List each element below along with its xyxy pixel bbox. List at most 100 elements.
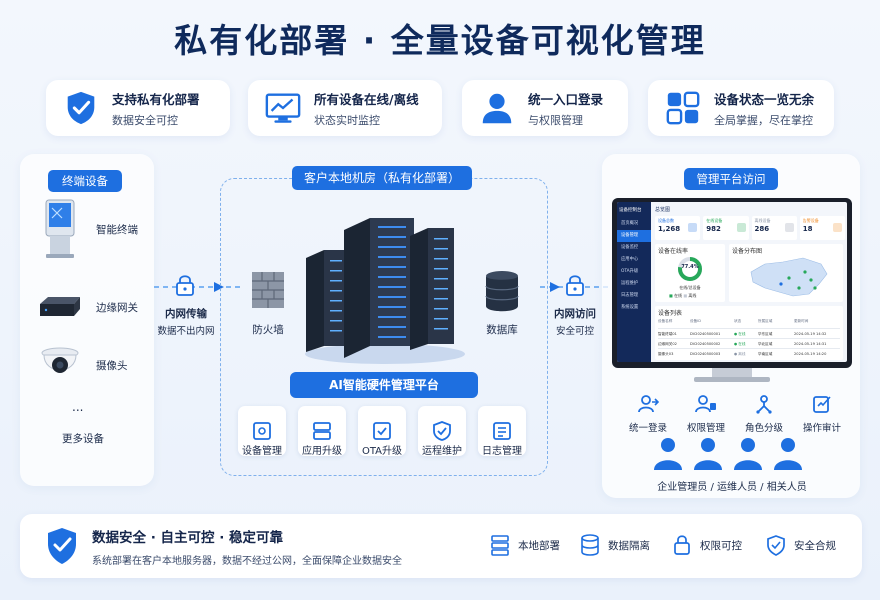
table-cell: DV20240500001 — [690, 332, 721, 336]
online-donut — [678, 257, 702, 281]
device-label: 智能终端 — [96, 223, 138, 236]
access-header: 管理平台访问 — [684, 168, 778, 190]
table-header-cell: 状态 — [734, 319, 742, 323]
online-rate: 77.4% — [681, 264, 699, 270]
module-card[interactable] — [358, 406, 406, 456]
sidebar-menu-item[interactable]: 系统设置 — [621, 305, 639, 310]
bottom-desc: 系统部署在客户本地服务器，数据不经过公网，全面保障企业数据安全 — [92, 556, 402, 567]
table-header-cell: 所属区域 — [758, 319, 773, 323]
stat-icon — [833, 223, 842, 232]
table-cell: 华东区域 — [758, 332, 773, 336]
table-cell: DV20240500003 — [690, 352, 721, 356]
feature-title: 支持私有化部署 — [112, 91, 200, 107]
online-title: 设备在线率 — [658, 248, 689, 255]
device-manage-icon — [253, 422, 271, 440]
module-label: OTA升级 — [361, 446, 403, 457]
dashboard-title: 总览图 — [655, 207, 671, 213]
stat-label: 离线设备 — [754, 218, 771, 223]
terminal-panel — [20, 154, 154, 486]
bottom-item-label: 本地部署 — [518, 539, 560, 552]
login-icon — [638, 395, 660, 413]
stat-card: 在线设备 982 — [703, 216, 749, 240]
firewall-icon — [252, 272, 284, 308]
table-cell: 2024-05-19 14:32 — [794, 332, 827, 336]
ota-upgrade-icon — [373, 422, 391, 440]
feature-title: 所有设备在线/离线 — [314, 91, 419, 107]
sidebar-menu: 首页概况设备管理设备监控应用中心 OTA升级运程维护日志管理系统设置 — [617, 218, 651, 314]
bottom-item: 数据隔离 — [580, 534, 650, 556]
table-header-cell: 设备ID — [690, 319, 702, 323]
function-label: 统一登录 — [628, 423, 667, 434]
stat-label: 告警设备 — [802, 218, 819, 223]
device-item: 智能终端 — [30, 199, 160, 258]
module-card[interactable] — [238, 406, 286, 456]
bottom-item-label: 权限可控 — [700, 539, 742, 552]
shield-check-icon — [48, 528, 76, 564]
module-card[interactable] — [418, 406, 466, 456]
feature-card: 支持私有化部署数据安全可控 — [46, 80, 230, 136]
connector-left — [154, 282, 244, 292]
stat-icon — [784, 223, 794, 232]
legend-online: 在线 — [674, 293, 683, 298]
module-card[interactable] — [298, 406, 346, 456]
device-label: 边缘网关 — [96, 301, 138, 314]
terminal-header: 终端设备 — [48, 170, 122, 192]
bottom-item: 权限可控 — [672, 534, 742, 556]
user-icon — [482, 93, 512, 124]
app-name: 设备控制台 — [619, 208, 642, 213]
table-cell: DV20240500002 — [690, 342, 721, 346]
datacenter-header: 客户本地机房（私有化部署） — [292, 166, 472, 190]
map-title: 设备分布图 — [732, 248, 763, 255]
legend-offline: 离线 — [688, 293, 697, 298]
grid-icon — [666, 91, 700, 125]
sidebar-menu-item[interactable]: 日志管理 — [621, 293, 639, 298]
more-ellipsis: ... — [72, 400, 84, 414]
stat-value: 18 — [802, 225, 813, 233]
bottom-item: 安全合规 — [766, 534, 836, 556]
monitor-base — [694, 377, 770, 382]
online-card: 设备在线率 77.4% 在线/总设备 ■ 在线 ■ 离线 — [655, 244, 725, 302]
log-icon — [493, 422, 511, 440]
gateway-icon — [40, 297, 80, 316]
table-cell: 2024-05-19 14:31 — [794, 342, 827, 346]
stat-value: 286 — [754, 225, 770, 233]
lock-icon — [566, 275, 584, 296]
feature-desc: 全局掌握，尽在掌控 — [714, 113, 813, 127]
stat-value: 982 — [706, 225, 721, 233]
module-label: 设备管理 — [242, 446, 282, 457]
module-card[interactable] — [478, 406, 526, 456]
online-sub: 在线/总设备 — [679, 285, 701, 290]
feature-title: 设备状态一览无余 — [714, 91, 815, 107]
sidebar-menu-item[interactable]: 应用中心 — [621, 257, 639, 262]
stat-label: 在线设备 — [706, 218, 723, 223]
sidebar-menu-item[interactable]: 设备管理 — [617, 230, 651, 242]
table-cell: 智能终端01 — [658, 332, 677, 336]
function-item: 统一登录 — [620, 394, 676, 434]
function-label: 操作审计 — [802, 423, 841, 434]
audit-icon — [813, 396, 831, 413]
sidebar-menu-item[interactable]: OTA升级 — [621, 269, 639, 274]
bottom-item-label: 安全合规 — [794, 539, 836, 552]
feature-desc: 状态实时监控 — [314, 113, 380, 127]
sidebar-menu-item[interactable]: 设备监控 — [621, 245, 639, 250]
feature-desc: 数据安全可控 — [112, 113, 178, 127]
link-left-title: 内网传输 — [165, 308, 207, 320]
table-cell: 摄像头03 — [658, 352, 674, 356]
device-item: 摄像头 — [30, 340, 160, 390]
access-function-row: 统一登录 权限管理 角色分级 操作审计 — [620, 394, 850, 434]
sidebar-menu-item[interactable]: 首页概况 — [621, 221, 639, 226]
platform-banner: AI智能硬件管理平台 — [290, 372, 478, 398]
table-cell: 边缘网关02 — [658, 342, 677, 346]
table-cell: ● 在线 — [734, 342, 746, 346]
table-cell: 华南区域 — [758, 352, 773, 356]
firewall-label: 防火墙 — [252, 324, 284, 336]
map-card: 设备分布图 — [729, 244, 843, 302]
stat-card: 告警设备 18 — [799, 216, 845, 240]
sidebar-menu-item[interactable]: 运程维护 — [621, 281, 639, 286]
feature-card: 统一入口登录与权限管理 — [462, 80, 628, 136]
function-item: 权限管理 — [678, 394, 734, 434]
